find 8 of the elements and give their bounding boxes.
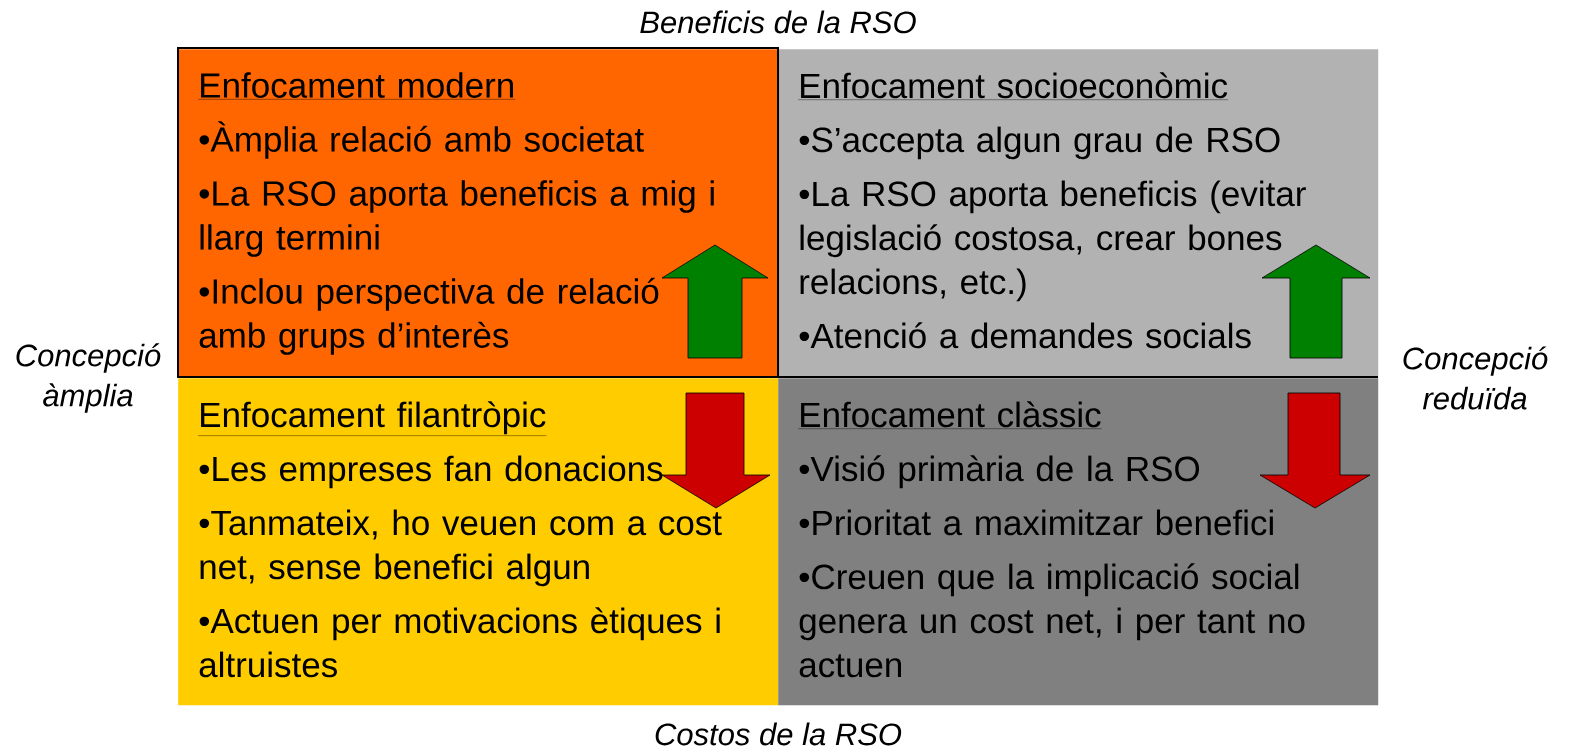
axis-label: Beneficis de la RSO [640, 10, 916, 34]
quadrant-box: Enfocament clàssic •Visió primària de la RSO •Prioritat a maximitzar benefici •Creuen que la implicació social genera un cost net, i per tant no actuen [778, 378, 1379, 706]
quadrant-box: Enfocament modern •Àmplia relació amb societat •La RSO aporta beneficis a mig i llarg termini •Inclou perspectiva de relació amb grups d’interès [178, 49, 779, 377]
quadrant-box: Enfocament filantròpic •Les empreses fan donacions •Tanmateix, ho veuen com a cost net, sense benefici algun •Actuen per motivacions ètiques i altruistes [178, 378, 779, 706]
quadrant-box: Enfocament socioeconòmic •S’accepta algun grau de RSO •La RSO aporta beneficis (evitar legislació costosa, crear bones relacions, etc.) •Atenció a demandes socials [778, 49, 1379, 377]
axis-label: Concepció reduïda [1403, 346, 1548, 410]
axis-label: Concepció àmplia [16, 343, 161, 413]
axis-label: Costos de la RSO [655, 722, 902, 746]
